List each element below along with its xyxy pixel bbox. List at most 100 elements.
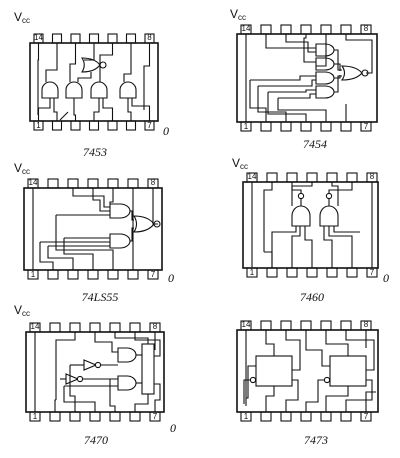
chip-label: 7470 [84, 433, 108, 447]
inversion-bubble [94, 361, 102, 369]
pin-top [360, 24, 372, 35]
pin-bottom [300, 121, 312, 132]
pin-bottom [320, 121, 332, 132]
pin-number-14: 14 [242, 320, 251, 329]
gate-body [315, 43, 335, 57]
gate-body [109, 203, 131, 219]
pin-number-14: 14 [29, 178, 38, 187]
pin-number-7: 7 [147, 121, 152, 130]
buffer-triangle [65, 373, 80, 385]
pin-bottom [260, 121, 272, 132]
vcc-v: V [232, 156, 240, 170]
wire [345, 330, 375, 371]
wire [268, 89, 316, 93]
pin-number-14: 14 [31, 322, 40, 331]
gate-body [90, 81, 108, 99]
vcc-subscript: cc [22, 167, 30, 176]
buffer-triangle [83, 359, 98, 371]
vcc-v: V [14, 303, 22, 317]
pin-top [260, 24, 272, 35]
pin-bottom [70, 120, 81, 131]
wire [303, 34, 316, 63]
pin-number-7: 7 [153, 412, 158, 421]
gate-body [65, 81, 83, 99]
vcc-subscript: cc [240, 162, 248, 171]
wire [54, 399, 56, 412]
gate-body [315, 85, 335, 99]
pin-top [107, 178, 119, 189]
wire [325, 386, 349, 412]
and-gate [119, 81, 137, 99]
pin-top [286, 172, 298, 183]
pin-number-14: 14 [34, 33, 43, 42]
inversion-bubble [297, 192, 305, 200]
gate-body [291, 205, 311, 227]
wire [152, 188, 158, 225]
wire [334, 75, 342, 93]
wire [305, 330, 330, 367]
wire [243, 379, 250, 404]
wire [69, 365, 76, 412]
and-gate [65, 81, 83, 99]
wire [93, 98, 100, 121]
vcc-subscript: cc [22, 309, 30, 318]
pin-number-8: 8 [153, 322, 158, 331]
pin-bottom [340, 411, 352, 422]
pin-bottom [109, 411, 121, 422]
wire [328, 182, 353, 193]
chip-label: 7453 [83, 145, 107, 159]
pin-bottom [107, 120, 118, 131]
wire [47, 246, 74, 270]
wire [265, 330, 275, 356]
wire [37, 98, 51, 121]
pin-number-8: 8 [364, 24, 369, 33]
pin-top [280, 320, 292, 331]
pin-top [125, 33, 137, 44]
wire [265, 34, 316, 49]
jk-flip-flop [255, 355, 293, 387]
and-gate [291, 205, 311, 227]
pin-bottom [360, 121, 372, 132]
ground-label: 0 [170, 421, 176, 435]
pin-number-1: 1 [244, 412, 249, 421]
pin-top [129, 322, 141, 333]
pin-top [300, 24, 312, 35]
wire [291, 226, 301, 268]
gate-body [41, 81, 59, 99]
wire [264, 251, 273, 268]
pin-bottom [306, 267, 318, 278]
pin-top [88, 33, 100, 44]
wire [114, 332, 149, 344]
pin-top [51, 33, 63, 44]
vcc-v: V [14, 161, 22, 175]
wire [316, 34, 327, 67]
pin-number-7: 7 [151, 270, 156, 279]
wire [130, 227, 134, 242]
wire [305, 379, 324, 412]
pin-top [306, 172, 318, 183]
wire [278, 93, 316, 99]
gate-body [340, 65, 363, 81]
pin-top [89, 322, 101, 333]
and-gate [319, 205, 339, 227]
and-gate [109, 233, 131, 249]
wire [59, 111, 69, 121]
wire [55, 332, 76, 400]
pin-top [49, 322, 61, 333]
inversion-bubble [99, 61, 107, 69]
chip-label: 7460 [300, 290, 324, 304]
wire [53, 98, 58, 121]
pin-bottom [346, 267, 358, 278]
wire [265, 386, 275, 412]
wire [99, 43, 114, 82]
pin-bottom [88, 120, 100, 131]
pin-bottom [127, 269, 139, 280]
pin-number-1: 1 [31, 270, 36, 279]
wire [109, 188, 114, 204]
pin-bottom [320, 411, 332, 422]
and-gate [117, 347, 137, 363]
inversion-bubble [249, 376, 257, 384]
